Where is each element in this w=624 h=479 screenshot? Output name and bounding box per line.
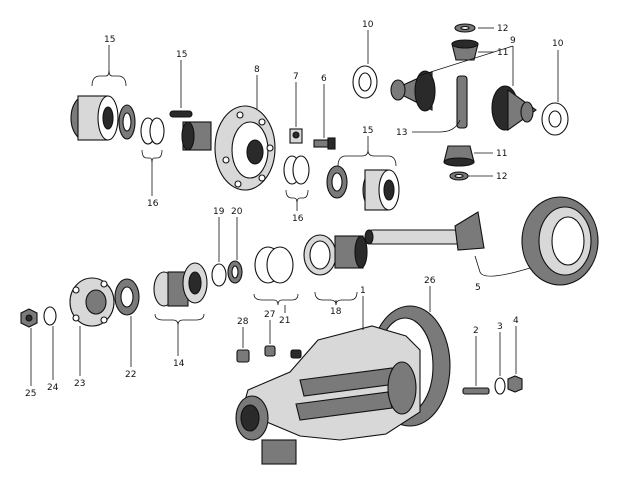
washer-12-top	[454, 23, 476, 33]
bearing-15-mid	[326, 165, 400, 211]
callout-15-mid: 15	[362, 126, 373, 136]
callout-21: 21	[279, 316, 290, 326]
oil-seal-22	[114, 278, 140, 316]
pinion-gear-11-top	[451, 39, 479, 61]
callout-17: 18	[330, 307, 342, 317]
callout-13: 13	[396, 128, 407, 138]
lock-plate-7	[289, 128, 303, 144]
callout-4: 4	[513, 316, 519, 326]
leader-lines	[30, 27, 559, 386]
washer-12-bottom	[449, 171, 469, 181]
callout-24: 24	[47, 383, 59, 393]
callout-1: 1	[360, 286, 366, 296]
flange-23	[69, 277, 115, 327]
ring-19	[211, 263, 227, 287]
ring-20	[227, 260, 243, 284]
callout-8: 8	[254, 65, 260, 75]
thrust-washer-10-left	[352, 65, 378, 99]
callout-16-left: 16	[147, 199, 159, 209]
axle-housing-1	[235, 325, 421, 465]
callout-10-right: 10	[552, 39, 564, 49]
bearing-15-left	[70, 95, 136, 141]
callout-12-bottom: 12	[496, 172, 507, 182]
shim-rings-16-left	[140, 117, 165, 145]
washer-24	[43, 306, 57, 326]
callout-28: 28	[237, 317, 249, 327]
callout-18: 14	[173, 359, 185, 369]
callout-11-bottom: 11	[496, 149, 507, 159]
callout-7: 7	[293, 72, 299, 82]
callout-5: 5	[475, 283, 481, 293]
nut-4	[507, 375, 523, 393]
nut-25	[20, 308, 38, 328]
callout-6: 6	[321, 74, 327, 84]
shim-rings-16-mid	[283, 155, 310, 185]
callout-27: 27	[264, 310, 275, 320]
differential-case-8	[181, 105, 276, 191]
callout-16-mid: 16	[292, 214, 304, 224]
shims-21	[254, 246, 294, 284]
drive-pinion-5	[364, 211, 485, 251]
callout-22: 22	[125, 370, 136, 380]
plug-27	[264, 345, 276, 357]
pinion-gear-11-bottom	[443, 145, 475, 167]
callout-11-top: 11	[497, 48, 508, 58]
thrust-washer-10-right	[541, 102, 569, 136]
plug-small	[290, 349, 302, 359]
callout-25: 25	[25, 389, 36, 399]
callout-14: 15	[176, 50, 187, 60]
bearing-18	[153, 262, 208, 307]
callout-10-left: 10	[362, 20, 374, 30]
washer-3	[494, 377, 506, 395]
bolt-6	[313, 137, 336, 150]
callout-23: 23	[74, 379, 85, 389]
callout-19: 19	[213, 207, 225, 217]
pin-14	[169, 110, 193, 118]
ring-gear-5	[521, 196, 599, 286]
callout-2: 2	[473, 326, 479, 336]
callout-numbers: 15 15 8 7 6 16 15 16 10 12 11 9 10 13 11…	[25, 20, 564, 399]
callout-9: 9	[510, 36, 516, 46]
callout-12-top: 12	[497, 24, 508, 34]
stud-2	[462, 387, 490, 395]
plug-28	[236, 349, 250, 363]
callout-26: 26	[424, 276, 436, 286]
pinion-shaft-13	[456, 75, 468, 129]
callout-3: 3	[497, 322, 503, 332]
bearing-17	[303, 234, 368, 276]
side-gear-9-right	[491, 85, 537, 132]
callout-15-left: 15	[104, 35, 115, 45]
callout-20: 20	[231, 207, 243, 217]
side-gear-9-left	[390, 70, 436, 112]
